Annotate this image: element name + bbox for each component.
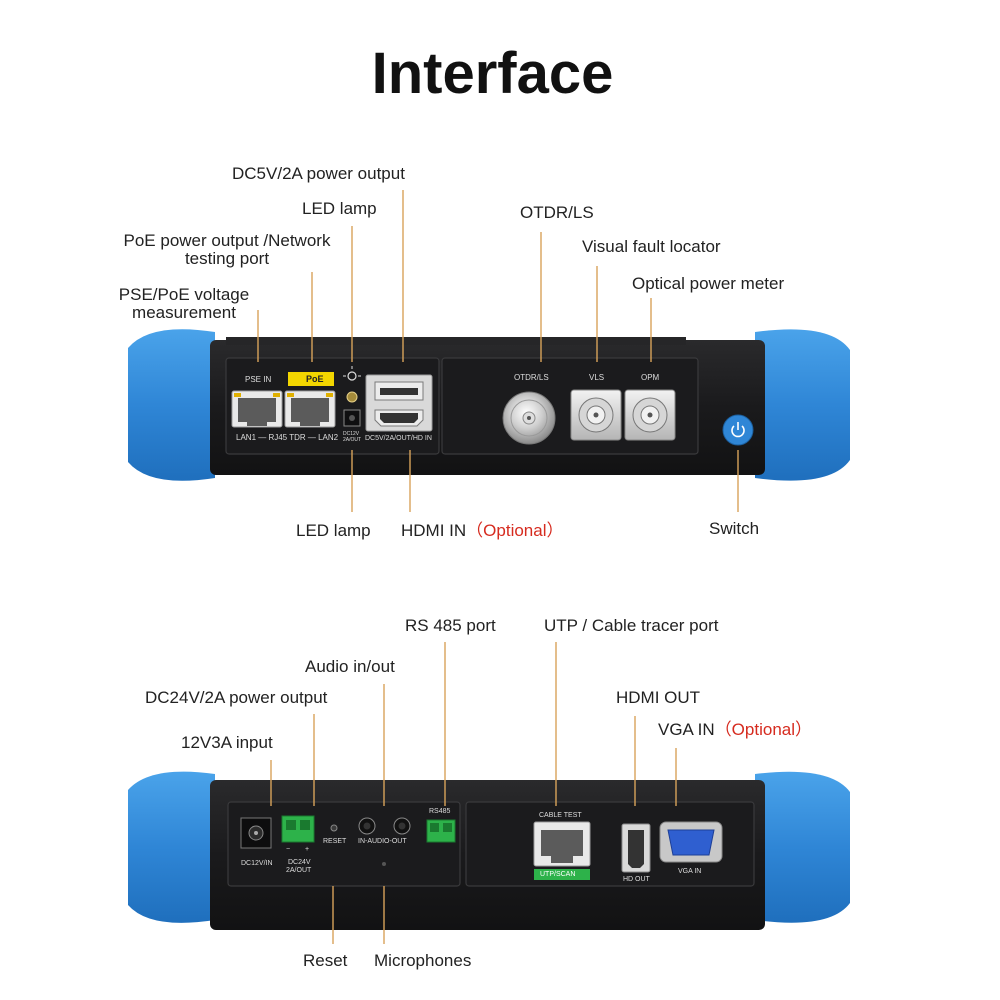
label-led-lamp-top: LED lamp (302, 199, 377, 218)
label-dc24v-power-output: DC24V/2A power output (145, 688, 328, 707)
label-otdr-ls: OTDR/LS (520, 203, 594, 222)
label-poe-output-line2: testing port (184, 249, 270, 268)
label-pse-poe-line1: PSE/PoE voltage (118, 285, 250, 304)
label-visual-fault-locator: Visual fault locator (582, 237, 721, 256)
label-hdmi-in-text: HDMI IN (401, 521, 467, 540)
silk-poe: PoE (306, 374, 324, 384)
silk-audio: IN-AUDIO-OUT (358, 838, 407, 845)
label-led-lamp-bottom: LED lamp (296, 521, 371, 540)
silk-otdr-ls: OTDR/LS (514, 373, 549, 382)
silk-vls: VLS (589, 373, 605, 382)
led-lamp-icon (343, 366, 361, 381)
label-rs485-port: RS 485 port (405, 616, 496, 635)
rj45-lan2-port (284, 390, 336, 428)
silk-reset: RESET (323, 838, 347, 845)
label-microphones: Microphones (374, 951, 472, 970)
page-title: Interface (371, 41, 614, 106)
silk-dc12v-sub: 2A/OUT (343, 437, 362, 443)
silk-opm: OPM (641, 373, 660, 382)
label-vga-in: VGA IN（Optional） (658, 721, 812, 739)
led-lamp (346, 391, 358, 403)
bottom-leader-lines (270, 642, 677, 944)
left-bumper-bottom (128, 771, 215, 923)
label-12v3a-input: 12V3A input (181, 733, 273, 752)
label-audio-in-out: Audio in/out (305, 657, 395, 676)
silk-hd-out: HD OUT (623, 876, 650, 883)
power-icon (731, 425, 745, 438)
label-poe-output: PoE power output /Network testing port (117, 232, 337, 268)
right-bumper-top (755, 329, 850, 481)
top-leader-lines (257, 190, 739, 512)
label-switch: Switch (709, 519, 760, 538)
silk-dc24v-sub: 2A/OUT (286, 867, 312, 874)
rj45-lan1-port (231, 390, 283, 428)
silk-utp-scan: UTP/SCAN (540, 871, 576, 878)
microphone-hole (382, 862, 386, 866)
hdmi-out-port (621, 823, 651, 873)
silk-rs485: RS485 (429, 808, 451, 815)
label-vga-in-optional: （Optional） (714, 720, 813, 739)
silk-cable-test: CABLE TEST (539, 812, 582, 819)
label-vga-in-text: VGA IN (658, 720, 715, 739)
label-utp-cable-tracer: UTP / Cable tracer port (544, 616, 719, 635)
label-dc5v-power-output: DC5V/2A power output (232, 164, 405, 183)
vga-in-port (659, 821, 723, 863)
silk-minus: − (286, 846, 291, 853)
silk-dc12v: DC12V (343, 431, 360, 437)
vls-connector (570, 389, 622, 441)
reset-button[interactable] (330, 824, 338, 832)
silk-dc5v-caption: DC5V/2A/OUT/HD IN (365, 435, 432, 442)
bottom-device (128, 771, 850, 930)
label-pse-poe-line2: measurement (132, 303, 236, 322)
otdr-ls-connector (502, 391, 556, 445)
label-hdmi-in-optional: （Optional） (466, 521, 564, 540)
label-poe-output-line1: PoE power output /Network (123, 231, 331, 250)
poe-badge (288, 372, 334, 386)
label-optical-power-meter: Optical power meter (632, 274, 785, 293)
utp-scan-badge (534, 869, 590, 880)
opm-connector (624, 389, 676, 441)
label-pse-poe: PSE/PoE voltage measurement (113, 286, 255, 322)
utp-cable-test-port (533, 821, 591, 867)
silk-pse-in: PSE IN (245, 375, 272, 384)
top-device (128, 329, 850, 481)
right-bumper-bottom (755, 771, 850, 923)
silk-lan-caption: LAN1 — RJ45 TDR — LAN2 (236, 433, 339, 442)
label-hdmi-in: HDMI IN（Optional） (401, 522, 564, 540)
silk-dc24v: DC24V (288, 859, 311, 866)
label-hdmi-out: HDMI OUT (616, 688, 701, 707)
power-switch[interactable] (722, 414, 754, 446)
silk-vga-in: VGA IN (678, 868, 702, 875)
silk-dc12v-in: DC12V/IN (241, 860, 273, 867)
label-reset: Reset (303, 951, 348, 970)
silk-plus: + (305, 846, 310, 853)
